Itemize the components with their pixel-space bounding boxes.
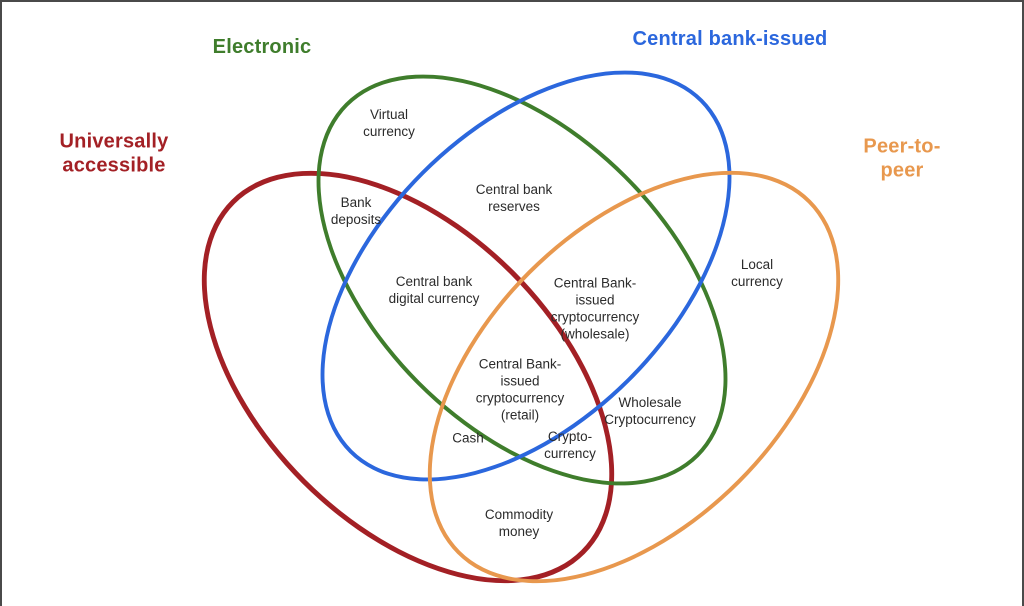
region-label-local-currency: Local currency (731, 257, 783, 289)
region-label-bank-deposits: Bank deposits (330, 195, 382, 227)
region-label-cash: Cash (452, 430, 484, 446)
set-title-electronic: Electronic (212, 36, 312, 59)
region-label-cb-issued-cryptocurrency-retail: Central Bank- issued cryptocurrency (ret… (475, 356, 565, 422)
region-label-commodity-money: Commodity money (484, 507, 554, 539)
set-title-peer-to-peer: Peer-to-peer (863, 135, 941, 181)
region-label-central-bank-digital-currency: Central bank digital currency (388, 274, 480, 306)
region-label-crypto-currency: Crypto- currency (544, 429, 596, 461)
region-label-wholesale-cryptocurrency: Wholesale Cryptocurrency (604, 395, 696, 427)
region-label-cb-issued-cryptocurrency-wholesale: Central Bank- issued cryptocurrency (who… (550, 275, 640, 341)
region-label-virtual-currency: Virtual currency (363, 107, 415, 139)
region-label-central-bank-reserves: Central bank reserves (475, 182, 553, 214)
set-title-universally-accessible: Universally accessible (59, 130, 169, 176)
set-title-central-bank-issued: Central bank-issued (632, 28, 828, 51)
